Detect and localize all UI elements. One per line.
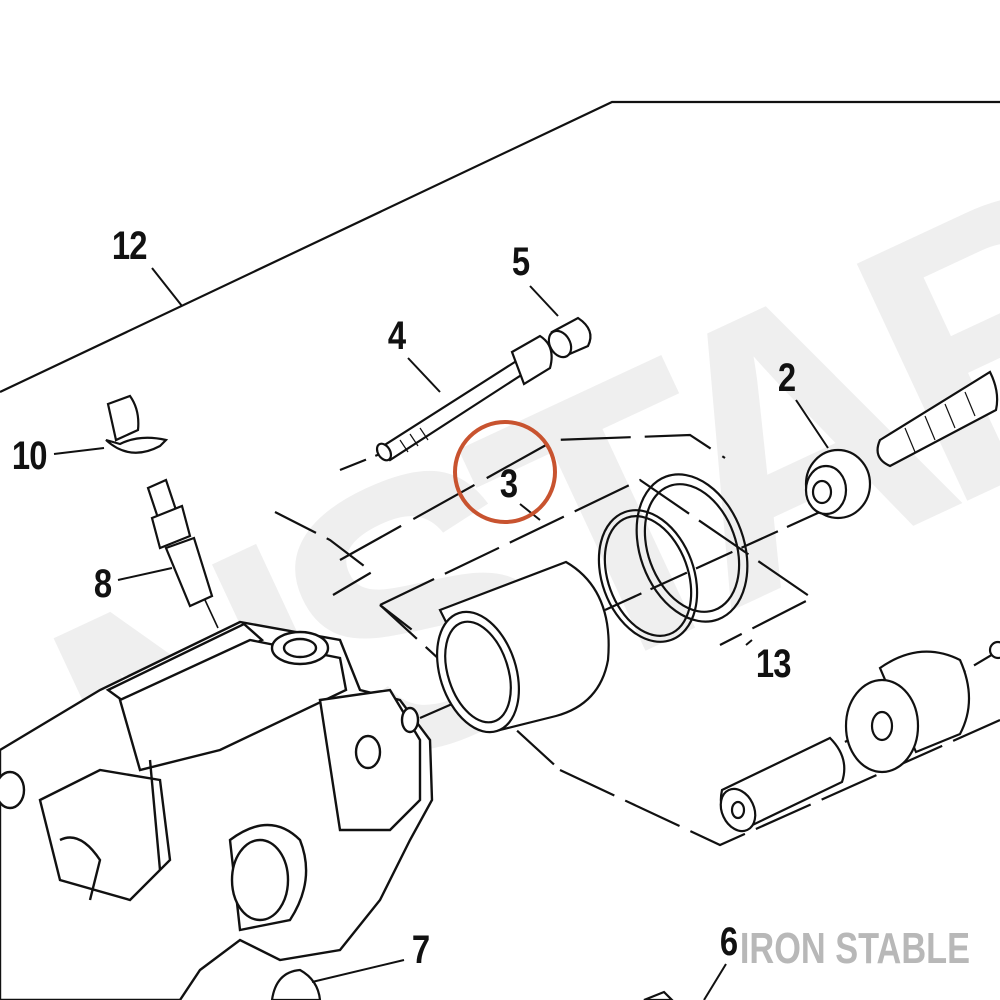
- highlight-circle: [453, 420, 557, 524]
- callout-13: 13: [755, 642, 792, 686]
- leader-12-assembly: [0, 100, 1000, 393]
- callout-10: 10: [11, 434, 48, 478]
- leader-lines: [53, 267, 829, 1000]
- piston-group-outline: [274, 511, 374, 596]
- part-10-bleeder-cap: [105, 394, 169, 454]
- leader-12: [151, 267, 183, 307]
- leader-7: [311, 959, 405, 983]
- part-13-seal-outer: [635, 473, 749, 623]
- callout-8: 8: [93, 562, 112, 606]
- part-2-bushing: [804, 448, 872, 520]
- part-4-guide-pin: [375, 334, 553, 462]
- caliper-body: [0, 620, 434, 1000]
- callout-4: 4: [387, 314, 406, 358]
- brand-logo: IRON STABLE: [739, 924, 970, 973]
- callout-12: 12: [111, 224, 148, 268]
- lower-bushing: [844, 640, 1000, 774]
- axis-line-seals: [604, 510, 821, 612]
- callout-5: 5: [511, 240, 530, 284]
- part-3-piston: [435, 560, 610, 734]
- part-13-seal-inner: [597, 509, 699, 643]
- part-7-nut: [270, 968, 322, 1000]
- leader-2: [795, 399, 829, 449]
- callout-3: 3: [499, 462, 518, 506]
- callout-7: 7: [411, 928, 430, 972]
- leader-8: [117, 567, 173, 581]
- leader-6: [703, 963, 727, 1000]
- lower-guide-pin: [719, 736, 846, 833]
- callout-6: 6: [719, 920, 738, 964]
- callout-2: 2: [777, 356, 796, 400]
- leader-10: [53, 447, 105, 455]
- part-2-bolt: [876, 370, 999, 468]
- leader-3: [519, 503, 541, 521]
- leader-4: [407, 357, 441, 393]
- part-8-bleeder-screw: [146, 478, 219, 629]
- part-6-washer: [643, 990, 674, 1000]
- leader-5: [529, 285, 559, 317]
- leader-13: [745, 639, 753, 646]
- part-5-cap: [547, 316, 592, 359]
